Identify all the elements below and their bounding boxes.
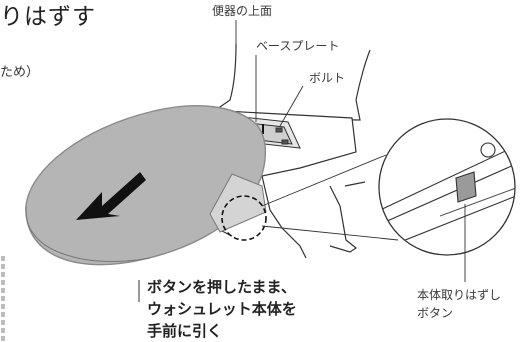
instruction-callout: ボタンを押したまま、 ウォシュレット本体を 手前に引く (147, 276, 297, 342)
page-title: りはずす (0, 4, 96, 30)
instruction-line: ボタンを押したまま、 (147, 278, 296, 296)
subtitle: ため） (0, 65, 40, 80)
pull-arrow (76, 172, 146, 220)
instruction-line: ウォシュレット本体を (147, 300, 297, 318)
label-release-button: 本体取りはずし ボタン (417, 286, 501, 322)
label-release-button-line: 本体取りはずし (417, 288, 502, 302)
label-toilet-top: 便器の上面 (212, 4, 273, 18)
label-bolt: ボルト (309, 71, 346, 85)
washlet-seat (25, 105, 267, 266)
leader-lines (235, 20, 304, 127)
instruction-line: 手前に引く (147, 322, 223, 340)
detail-view (378, 118, 516, 256)
focus-circle (221, 195, 267, 241)
label-release-button-line: ボタン (417, 306, 454, 320)
label-base-plate: ベースプレート (256, 39, 340, 53)
detail-connectors (261, 154, 399, 241)
